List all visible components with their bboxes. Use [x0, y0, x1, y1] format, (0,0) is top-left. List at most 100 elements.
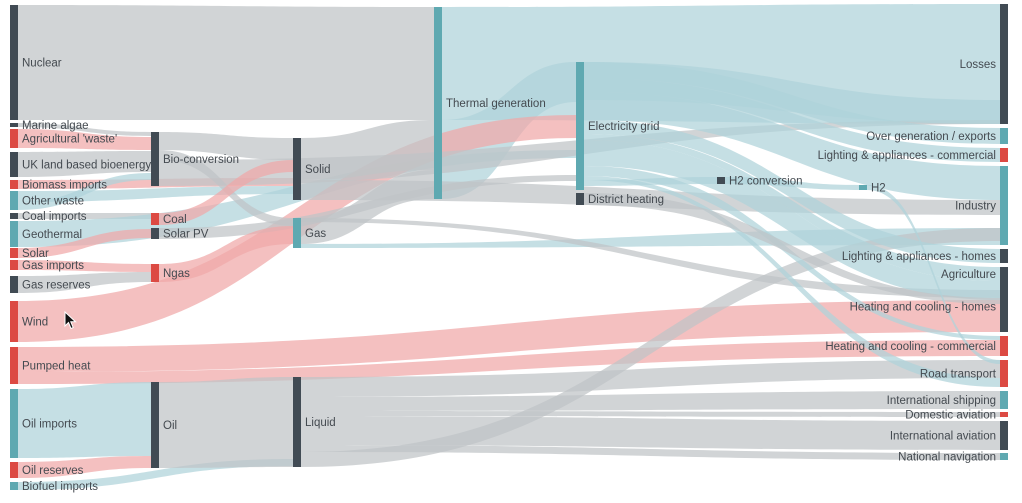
flow-liquid-to-industry[interactable]: [301, 228, 1000, 467]
node-heating-cooling-commercial[interactable]: [1000, 336, 1008, 356]
node-biofuel-imports[interactable]: [10, 482, 18, 490]
node-gas-imports[interactable]: [10, 260, 18, 270]
node-label-pumped-heat: Pumped heat: [22, 361, 91, 373]
flow-oil-to-liquid[interactable]: [159, 377, 293, 468]
node-label-h2-conversion: H2 conversion: [729, 176, 803, 188]
node-label-biofuel-imports: Biofuel imports: [22, 481, 98, 493]
flow-pumped-heat-to-heating-cooling-homes[interactable]: [18, 300, 1000, 372]
node-label-international-aviation: International aviation: [890, 431, 996, 443]
flow-liquid-to-road-transport[interactable]: [301, 360, 1000, 397]
flow-solid-to-thermal-generation[interactable]: [301, 120, 434, 180]
node-label-coal-imports: Coal imports: [22, 211, 87, 223]
node-label-gas: Gas: [305, 228, 326, 240]
node-label-solid: Solid: [305, 164, 331, 176]
node-label-bio-conversion: Bio-conversion: [163, 154, 239, 166]
flow-agricultural-waste-to-bio-conversion[interactable]: [18, 129, 151, 150]
node-label-national-navigation: National navigation: [898, 452, 996, 464]
node-label-marine-algae: Marine algae: [22, 120, 88, 132]
node-lighting-appliances-commercial[interactable]: [1000, 148, 1008, 162]
node-losses[interactable]: [1000, 4, 1008, 124]
node-district-heating[interactable]: [576, 193, 584, 205]
node-solar-pv[interactable]: [151, 228, 159, 239]
node-label-uk-land-based-bioenergy: UK land based bioenergy: [22, 160, 151, 172]
node-oil-imports[interactable]: [10, 389, 18, 458]
flow-electricity-grid-to-lighting-appliances-homes[interactable]: [584, 120, 1000, 263]
flow-electricity-grid-to-agriculture[interactable]: [584, 134, 1000, 281]
flow-electricity-grid-to-industry[interactable]: [584, 92, 1000, 200]
node-international-shipping[interactable]: [1000, 391, 1008, 409]
node-heating-cooling-homes[interactable]: [1000, 281, 1008, 332]
node-electricity-grid[interactable]: [576, 62, 584, 190]
node-label-road-transport: Road transport: [920, 369, 997, 381]
flow-oil-reserves-to-oil[interactable]: [18, 456, 151, 478]
node-bio-conversion[interactable]: [151, 132, 159, 186]
node-agricultural-waste[interactable]: [10, 129, 18, 148]
flow-marine-algae-to-bio-conversion[interactable]: [18, 123, 151, 136]
node-lighting-appliances-homes[interactable]: [1000, 249, 1008, 263]
node-coal-imports[interactable]: [10, 213, 18, 219]
node-domestic-aviation[interactable]: [1000, 412, 1008, 417]
node-coal[interactable]: [151, 213, 159, 225]
node-label-ngas: Ngas: [163, 268, 190, 280]
flow-liquid-to-domestic-aviation[interactable]: [301, 411, 1000, 417]
node-uk-land-based-bioenergy[interactable]: [10, 152, 18, 177]
flow-uk-land-based-bioenergy-to-bio-conversion[interactable]: [18, 151, 151, 177]
flow-gas-imports-to-ngas[interactable]: [18, 260, 151, 272]
node-road-transport[interactable]: [1000, 360, 1008, 387]
node-label-nuclear: Nuclear: [22, 58, 62, 70]
flow-ngas-to-gas[interactable]: [159, 226, 293, 282]
flow-other-waste-to-bio-conversion[interactable]: [18, 173, 151, 210]
flow-gas-to-heating-cooling-homes[interactable]: [301, 218, 1000, 298]
node-international-aviation[interactable]: [1000, 421, 1008, 450]
node-national-navigation[interactable]: [1000, 453, 1008, 460]
flow-liquid-to-national-navigation[interactable]: [301, 445, 1000, 460]
node-pumped-heat[interactable]: [10, 347, 18, 384]
node-gas[interactable]: [293, 218, 301, 248]
flow-gas-to-thermal-generation[interactable]: [301, 170, 434, 244]
node-geothermal[interactable]: [10, 221, 18, 247]
node-label-thermal-generation: Thermal generation: [446, 98, 546, 110]
node-over-generation-exports[interactable]: [1000, 128, 1008, 144]
node-label-domestic-aviation: Domestic aviation: [905, 410, 996, 422]
flow-electricity-grid-to-road-transport[interactable]: [584, 176, 1000, 387]
node-ngas[interactable]: [151, 264, 159, 282]
node-wind[interactable]: [10, 301, 18, 342]
flow-oil-imports-to-oil[interactable]: [18, 382, 151, 458]
node-label-wind: Wind: [22, 317, 48, 329]
flow-gas-reserves-to-ngas[interactable]: [18, 272, 151, 293]
flow-electricity-grid-to-losses[interactable]: [584, 62, 1000, 124]
node-thermal-generation[interactable]: [434, 7, 442, 199]
node-oil-reserves[interactable]: [10, 462, 18, 478]
node-biomass-imports[interactable]: [10, 180, 18, 189]
node-liquid[interactable]: [293, 377, 301, 467]
node-other-waste[interactable]: [10, 191, 18, 210]
node-h2[interactable]: [859, 185, 867, 190]
node-label-agriculture: Agriculture: [941, 269, 996, 281]
flow-liquid-to-international-shipping[interactable]: [301, 391, 1000, 411]
flow-h2-conversion-to-h2[interactable]: [725, 177, 859, 190]
node-nuclear[interactable]: [10, 5, 18, 120]
flow-solar-to-solar-pv[interactable]: [18, 229, 151, 258]
node-label-liquid: Liquid: [305, 417, 336, 429]
node-marine-algae[interactable]: [10, 123, 18, 127]
nodes-layer: [10, 4, 1008, 490]
node-label-geothermal: Geothermal: [22, 229, 82, 241]
flow-district-heating-to-heating-cooling-homes[interactable]: [584, 193, 1000, 304]
node-oil[interactable]: [151, 382, 159, 468]
node-gas-reserves[interactable]: [10, 276, 18, 293]
flow-nuclear-to-thermal-generation[interactable]: [18, 5, 434, 120]
node-solid[interactable]: [293, 138, 301, 200]
node-label-solar-pv: Solar PV: [163, 229, 209, 241]
flow-electricity-grid-to-h2-conversion[interactable]: [584, 177, 717, 186]
node-label-biomass-imports: Biomass imports: [22, 180, 107, 192]
node-label-lighting-appliances-commercial: Lighting & appliances - commercial: [818, 150, 996, 162]
flow-h2-to-road-transport[interactable]: [867, 185, 1000, 364]
node-industry[interactable]: [1000, 166, 1008, 245]
node-solar[interactable]: [10, 248, 18, 258]
node-agriculture[interactable]: [1000, 267, 1008, 281]
flow-coal-to-solid[interactable]: [159, 160, 293, 225]
flow-pumped-heat-to-heating-cooling-commercial[interactable]: [18, 340, 1000, 384]
node-h2-conversion[interactable]: [717, 177, 725, 184]
flow-bio-conversion-to-solid[interactable]: [159, 132, 293, 160]
